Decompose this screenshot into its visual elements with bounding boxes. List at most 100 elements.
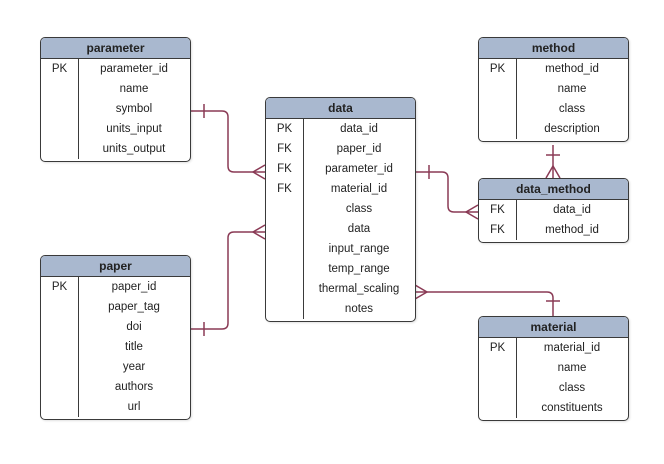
table-row: authors	[41, 377, 190, 397]
table-row: FK paper_id	[266, 139, 415, 159]
column-divider	[516, 59, 517, 139]
field-name: paper_tag	[108, 301, 160, 313]
table-material[interactable]: material PK material_id name class consti…	[478, 316, 629, 421]
table-row: units_input	[41, 119, 190, 139]
table-row: description	[479, 119, 628, 139]
table-row: notes	[266, 299, 415, 319]
field-name: method_id	[545, 224, 599, 236]
field-name: name	[557, 362, 587, 374]
table-parameter[interactable]: parameter PK parameter_id name symbol uni…	[40, 37, 191, 162]
field-name: thermal_scaling	[318, 283, 400, 295]
field-name: title	[125, 341, 143, 353]
table-row: title	[41, 337, 190, 357]
field-name: paper_id	[111, 281, 157, 293]
table-body: FK data_id FK method_id	[479, 200, 628, 240]
key-label: FK	[490, 224, 505, 236]
field-name: parameter_id	[100, 63, 168, 75]
table-row: url	[41, 397, 190, 417]
field-name: data	[347, 223, 371, 235]
field-name: material_id	[543, 342, 601, 354]
connector-material-data	[414, 284, 560, 316]
connector-method-data_method	[545, 145, 561, 179]
table-row: FK method_id	[479, 220, 628, 240]
field-name: temp_range	[328, 263, 390, 275]
table-row: doi	[41, 317, 190, 337]
table-row: PK material_id	[479, 338, 628, 358]
table-title: method	[479, 38, 628, 59]
key-label: PK	[489, 342, 506, 354]
field-name: authors	[114, 381, 154, 393]
table-row: PK method_id	[479, 59, 628, 79]
field-name: units_output	[102, 143, 166, 155]
key-label: PK	[489, 63, 506, 75]
table-body: PK method_id name class description	[479, 59, 628, 139]
field-name: notes	[344, 303, 374, 315]
table-title: parameter	[41, 38, 190, 59]
table-row: temp_range	[266, 259, 415, 279]
table-row: input_range	[266, 239, 415, 259]
table-row: FK data_id	[479, 200, 628, 220]
table-row: class	[479, 99, 628, 119]
table-title: data	[266, 98, 415, 119]
table-body: PK data_id FK paper_id FK parameter_id FK ma…	[266, 119, 415, 319]
field-name: material_id	[330, 183, 388, 195]
connector-data-data_method	[415, 165, 479, 220]
table-data[interactable]: data PK data_id FK paper_id FK parameter_id…	[265, 97, 416, 322]
field-name: input_range	[328, 243, 390, 255]
connector-parameter-data	[190, 104, 266, 180]
field-name: paper_id	[336, 143, 382, 155]
field-name: constituents	[541, 402, 603, 414]
table-row: class	[479, 378, 628, 398]
field-name: data_id	[553, 204, 591, 216]
table-data_method[interactable]: data_method FK data_id FK method_id	[478, 178, 629, 243]
key-label: FK	[490, 204, 505, 216]
key-label: FK	[277, 143, 292, 155]
field-name: name	[557, 83, 587, 95]
table-row: symbol	[41, 99, 190, 119]
table-body: PK parameter_id name symbol units_input u…	[41, 59, 190, 159]
column-divider	[78, 277, 79, 417]
field-name: units_input	[106, 123, 162, 135]
table-row: FK material_id	[266, 179, 415, 199]
column-divider	[78, 59, 79, 159]
table-row: constituents	[479, 398, 628, 418]
field-name: symbol	[115, 103, 153, 115]
column-divider	[516, 338, 517, 418]
key-label: PK	[276, 123, 293, 135]
table-row: name	[479, 79, 628, 99]
field-name: description	[544, 123, 600, 135]
table-title: material	[479, 317, 628, 338]
column-divider	[516, 200, 517, 240]
key-label: PK	[51, 63, 68, 75]
field-name: class	[558, 103, 586, 115]
table-title: data_method	[479, 179, 628, 200]
field-name: class	[558, 382, 586, 394]
field-name: doi	[126, 321, 142, 333]
field-name: data_id	[340, 123, 378, 135]
table-body: PK material_id name class constituents	[479, 338, 628, 418]
key-label: FK	[277, 163, 292, 175]
field-name: name	[119, 83, 149, 95]
table-row: PK parameter_id	[41, 59, 190, 79]
connector-paper-data	[190, 224, 266, 336]
field-name: class	[345, 203, 373, 215]
key-label: FK	[277, 183, 292, 195]
table-row: year	[41, 357, 190, 377]
table-row: name	[41, 79, 190, 99]
field-name: method_id	[545, 63, 599, 75]
table-row: units_output	[41, 139, 190, 159]
table-row: FK parameter_id	[266, 159, 415, 179]
table-method[interactable]: method PK method_id name class descriptio…	[478, 37, 629, 142]
table-row: PK data_id	[266, 119, 415, 139]
table-row: data	[266, 219, 415, 239]
field-name: parameter_id	[325, 163, 393, 175]
table-row: thermal_scaling	[266, 279, 415, 299]
table-row: paper_tag	[41, 297, 190, 317]
table-title: paper	[41, 256, 190, 277]
table-row: name	[479, 358, 628, 378]
table-row: class	[266, 199, 415, 219]
